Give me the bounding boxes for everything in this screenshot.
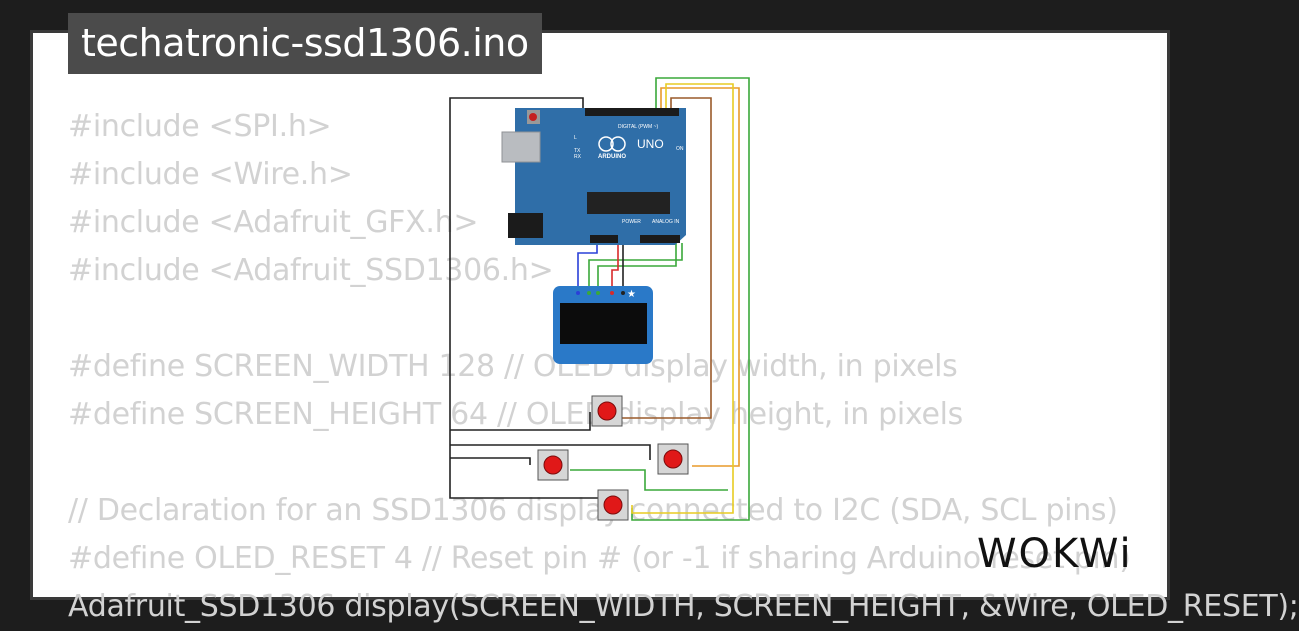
svg-text:ARDUINO: ARDUINO (598, 154, 626, 160)
code-line: // Declaration for an SSD1306 display co… (68, 493, 1118, 528)
code-preview: #include <SPI.h> #include <Wire.h> #includ… (68, 103, 1299, 631)
wire-yellow-top (631, 83, 734, 514)
svg-text:ANALOG IN: ANALOG IN (652, 219, 680, 225)
code-line: Adafruit_SSD1306 display(SCREEN_WIDTH, S… (68, 589, 1299, 624)
reset-button-icon (529, 113, 537, 121)
svg-text:L: L (574, 135, 577, 141)
wire-green-oled2 (597, 243, 677, 293)
svg-text:TX: TX (574, 148, 581, 154)
push-button-2 (537, 449, 569, 481)
wire-blue-oled (577, 243, 598, 293)
wire-orange-top (660, 87, 740, 467)
project-title[interactable]: techatronic-ssd1306.ino (68, 13, 542, 74)
code-line: #define OLED_RESET 4 // Reset pin # (or … (68, 541, 1131, 576)
svg-text:ON: ON (676, 146, 684, 152)
code-line: #include <Wire.h> (68, 157, 353, 192)
code-line: #include <SPI.h> (68, 109, 332, 144)
svg-text:RX: RX (574, 154, 582, 160)
code-line: #include <Adafruit_GFX.h> (68, 205, 479, 240)
svg-text:WOKWi: WOKWi (977, 531, 1133, 577)
arduino-uno-board: DIGITAL (PWM ~) UNO ARDUINO ON TX RX L P… (501, 108, 686, 245)
circuit-diagram: DIGITAL (PWM ~) UNO ARDUINO ON TX RX L P… (449, 77, 750, 521)
wire-brown-top (622, 97, 712, 419)
wire-red-oled (611, 243, 619, 293)
svg-text:POWER: POWER (622, 219, 641, 225)
star-icon: ★ (627, 289, 636, 300)
wire-ground-btn3 (450, 444, 651, 460)
push-button-4 (597, 489, 629, 521)
wire-green-top (631, 77, 750, 521)
push-button-3 (657, 443, 689, 475)
svg-text:DIGITAL (PWM ~): DIGITAL (PWM ~) (618, 124, 658, 130)
wire-green-oled (588, 243, 683, 293)
svg-text:UNO: UNO (637, 137, 664, 151)
oled-ssd1306-display: ★ (553, 286, 653, 364)
code-line: #define SCREEN_HEIGHT 64 // OLED display… (68, 397, 964, 432)
push-button-1 (591, 395, 623, 427)
code-line: #include <Adafruit_SSD1306.h> (68, 253, 554, 288)
wire-green-btn2 (570, 469, 728, 491)
wire-ground-btn1 (450, 412, 591, 431)
wire-ground-btn2 (450, 457, 531, 465)
wokwi-logo[interactable]: WOKWi (975, 525, 1155, 580)
